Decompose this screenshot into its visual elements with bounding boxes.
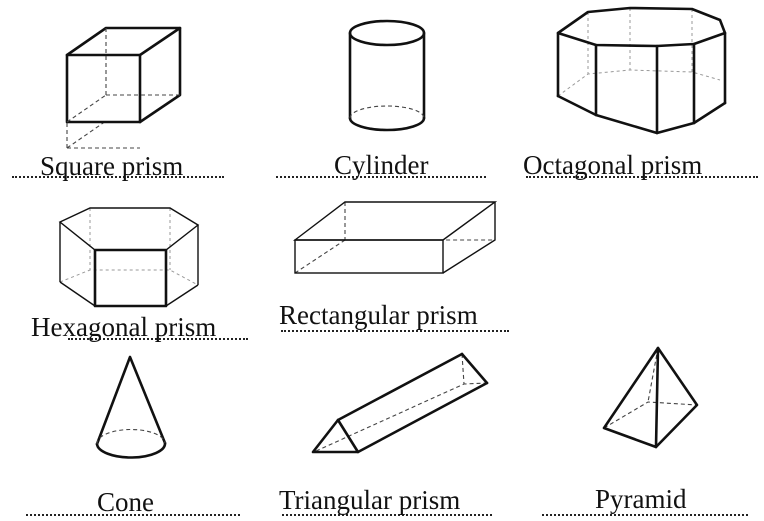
answer-line-triangular-prism <box>282 514 492 516</box>
label-triangular-prism: Triangular prism <box>279 485 461 515</box>
label-square-prism: Square prism <box>40 151 184 181</box>
label-hexagonal-prism: Hexagonal prism <box>31 312 217 342</box>
square-prism-figure <box>65 26 182 149</box>
answer-line-octagonal-prism <box>526 176 758 178</box>
answer-line-rectangular-prism <box>281 330 509 332</box>
label-rectangular-prism: Rectangular prism <box>279 300 478 330</box>
answer-line-cone <box>26 514 240 516</box>
answer-line-hexagonal-prism <box>68 338 248 340</box>
pyramid-figure <box>602 346 699 449</box>
cylinder-figure <box>348 19 426 132</box>
answer-line-cylinder <box>276 176 486 178</box>
rectangular-prism-figure <box>292 201 498 274</box>
triangular-prism-figure <box>311 352 489 454</box>
label-octagonal-prism: Octagonal prism <box>523 150 703 180</box>
hexagonal-prism-figure <box>58 207 200 308</box>
octagonal-prism-figure <box>556 6 727 135</box>
answer-line-square-prism <box>12 176 224 178</box>
label-cylinder: Cylinder <box>334 150 429 180</box>
cone-figure <box>95 355 167 459</box>
label-cone: Cone <box>97 487 154 517</box>
label-pyramid: Pyramid <box>595 484 687 514</box>
answer-line-pyramid <box>542 514 748 516</box>
